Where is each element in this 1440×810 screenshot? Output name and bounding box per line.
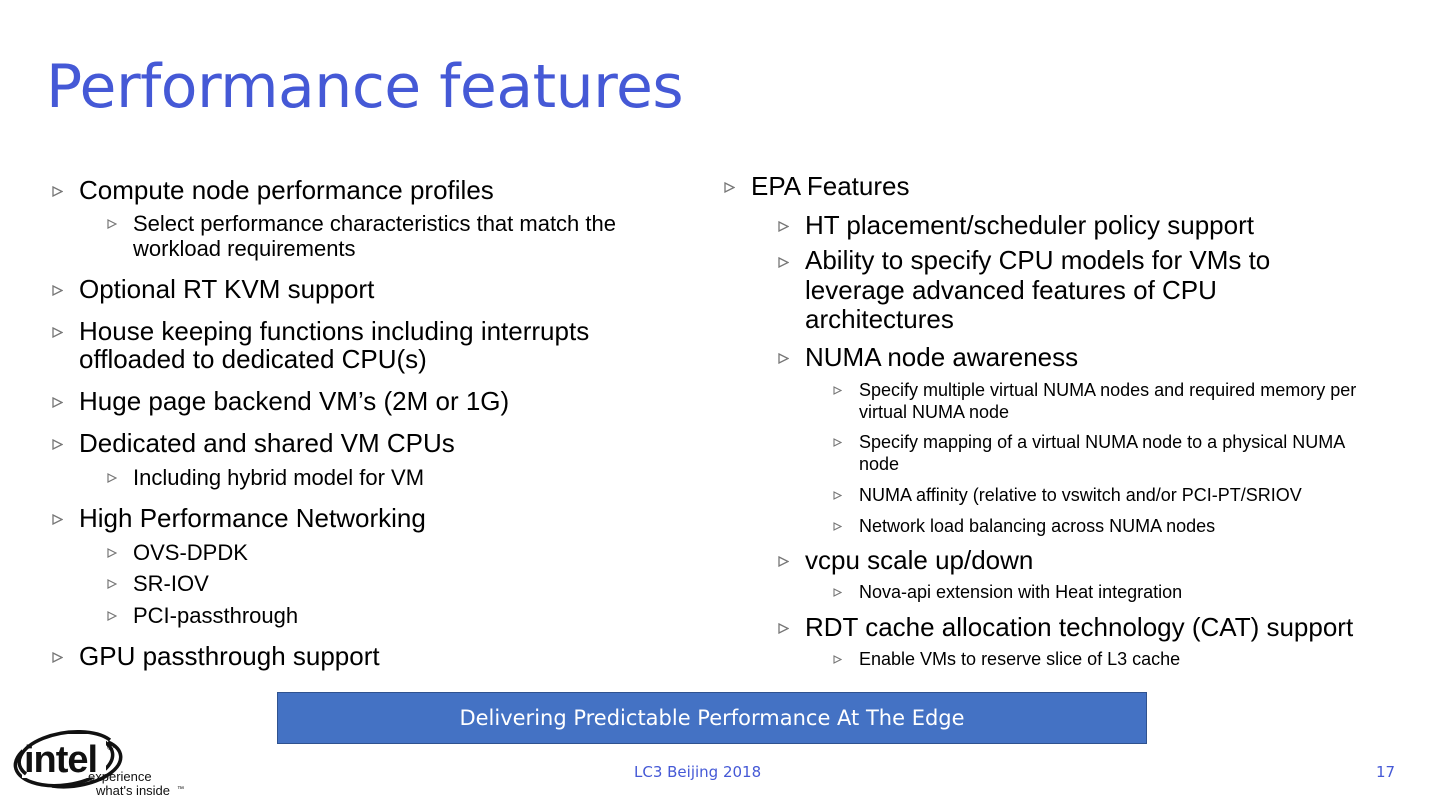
bullet-pci-passthrough: PCI-passthrough: [107, 603, 693, 628]
triangle-bullet-icon: [52, 186, 63, 197]
bullet-rdt-cat: RDT cache allocation technology (CAT) su…: [778, 613, 1425, 641]
triangle-bullet-icon: [778, 353, 789, 364]
bullet-ht-placement: HT placement/scheduler policy support: [778, 211, 1405, 239]
bullet-numa-mapping: Specify mapping of a virtual NUMA node t…: [833, 431, 1379, 475]
triangle-bullet-icon: [778, 623, 789, 634]
bullet-hybrid-model: Including hybrid model for VM: [107, 465, 693, 490]
bullet-compute-profiles: Compute node performance profiles: [52, 176, 679, 204]
triangle-bullet-icon: [833, 522, 842, 531]
triangle-bullet-icon: [107, 548, 117, 558]
trademark-mark: ™: [177, 786, 184, 793]
triangle-bullet-icon: [833, 588, 842, 597]
bullet-high-perf-networking: High Performance Networking: [52, 504, 679, 532]
bullet-huge-page: Huge page backend VM’s (2M or 1G): [52, 387, 679, 415]
triangle-bullet-icon: [778, 257, 789, 268]
triangle-bullet-icon: [778, 221, 789, 232]
triangle-bullet-icon: [107, 473, 117, 483]
bullet-nova-api: Nova-api extension with Heat integration: [833, 581, 1399, 603]
bullet-numa-affinity: NUMA affinity (relative to vswitch and/o…: [833, 484, 1419, 506]
triangle-bullet-icon: [52, 285, 63, 296]
triangle-bullet-icon: [107, 219, 117, 229]
intel-wordmark: intel: [24, 739, 97, 781]
slide-number: 17: [1376, 763, 1396, 781]
triangle-bullet-icon: [52, 327, 63, 338]
bullet-numa-awareness: NUMA node awareness: [778, 343, 1405, 371]
triangle-bullet-icon: [833, 386, 842, 395]
triangle-bullet-icon: [107, 579, 117, 589]
bullet-house-keeping: House keeping functions including interr…: [52, 317, 679, 373]
bullet-reserve-l3: Enable VMs to reserve slice of L3 cache: [833, 648, 1399, 670]
bullet-select-characteristics: Select performance characteristics that …: [107, 211, 703, 261]
bullet-dedicated-cpus: Dedicated and shared VM CPUs: [52, 429, 679, 457]
triangle-bullet-icon: [724, 182, 735, 193]
bullet-cpu-models: Ability to specify CPU models for VMs to…: [778, 245, 1305, 335]
bullet-gpu-passthrough: GPU passthrough support: [52, 642, 679, 670]
bullet-multiple-numa-nodes: Specify multiple virtual NUMA nodes and …: [833, 379, 1359, 423]
banner-text: Delivering Predictable Performance At Th…: [459, 706, 965, 730]
bullet-network-load-balancing: Network load balancing across NUMA nodes: [833, 515, 1419, 537]
registered-mark: ®: [107, 742, 114, 752]
logo-tagline-2: what's inside: [95, 783, 170, 798]
triangle-bullet-icon: [52, 514, 63, 525]
slide-title: Performance features: [46, 52, 684, 122]
intel-logo: intel ® experience what's inside ™: [12, 722, 192, 807]
triangle-bullet-icon: [52, 652, 63, 663]
triangle-bullet-icon: [833, 491, 842, 500]
triangle-bullet-icon: [833, 438, 842, 447]
triangle-bullet-icon: [52, 439, 63, 450]
bullet-rt-kvm: Optional RT KVM support: [52, 275, 679, 303]
logo-tagline-1: experience: [88, 769, 152, 784]
triangle-bullet-icon: [52, 397, 63, 408]
triangle-bullet-icon: [778, 556, 789, 567]
bullet-vcpu-scale: vcpu scale up/down: [778, 546, 1405, 574]
bullet-sr-iov: SR-IOV: [107, 571, 693, 596]
tagline-banner: Delivering Predictable Performance At Th…: [277, 692, 1147, 744]
footer-center-text: LC3 Beijing 2018: [634, 763, 762, 781]
triangle-bullet-icon: [833, 655, 842, 664]
bullet-ovs-dpdk: OVS-DPDK: [107, 540, 693, 565]
triangle-bullet-icon: [107, 611, 117, 621]
bullet-epa-features: EPA Features: [724, 172, 1371, 200]
